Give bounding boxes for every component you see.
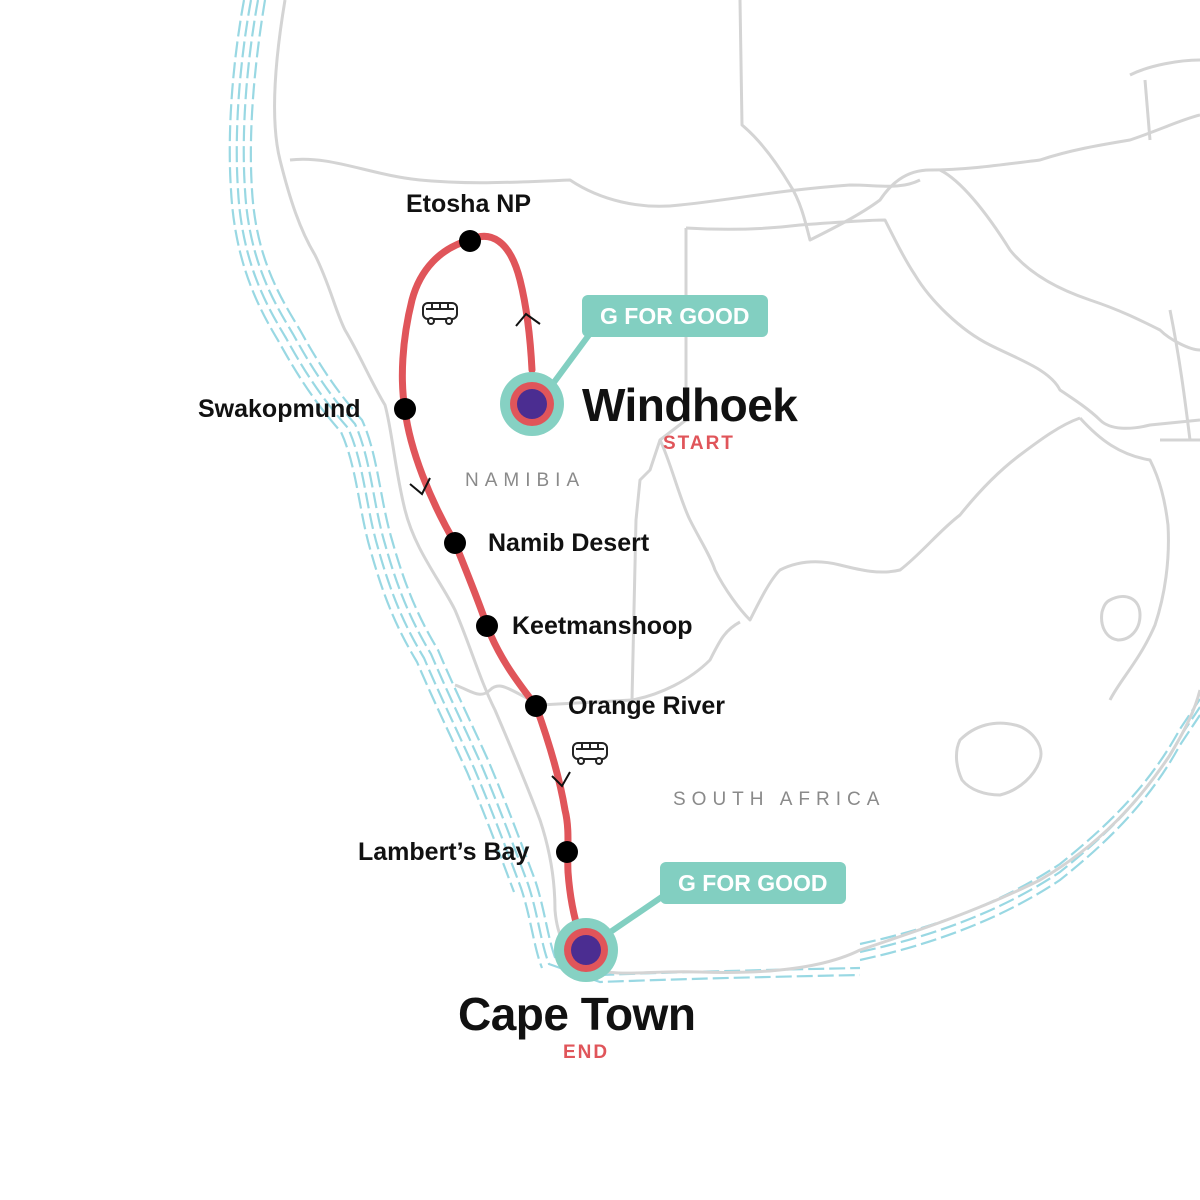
chevron-arrow-icon bbox=[409, 477, 431, 496]
stop-label-orange: Orange River bbox=[568, 692, 726, 720]
stop-dot-orange bbox=[525, 695, 547, 717]
start-tag: START bbox=[663, 433, 735, 454]
stop-dot-etosha bbox=[459, 230, 481, 252]
g-for-good-badge-start: G FOR GOOD bbox=[582, 295, 768, 337]
stop-label-etosha: Etosha NP bbox=[406, 190, 532, 218]
stop-dot-lamberts bbox=[556, 841, 578, 863]
start-city-name: Windhoek bbox=[582, 379, 798, 431]
direction-arrows bbox=[409, 312, 571, 788]
stop-dot-swakopmund bbox=[394, 398, 416, 420]
stop-label-lamberts: Lambert’s Bay bbox=[358, 838, 530, 866]
country-label-namibia: NAMIBIA bbox=[465, 470, 586, 491]
stop-dots bbox=[394, 230, 578, 863]
end-tag: END bbox=[563, 1042, 610, 1063]
stop-dot-keetmanshoop bbox=[476, 615, 498, 637]
route-line bbox=[398, 232, 589, 954]
chevron-arrow-icon bbox=[515, 312, 541, 327]
end-marker bbox=[554, 918, 618, 982]
bus-icon bbox=[572, 742, 608, 765]
stop-label-keetmanshoop: Keetmanshoop bbox=[512, 612, 693, 640]
g-for-good-badge-end: G FOR GOOD bbox=[660, 862, 846, 904]
coastline-water bbox=[228, 0, 1200, 984]
stop-dot-namib bbox=[444, 532, 466, 554]
chevron-arrow-icon bbox=[551, 771, 571, 788]
stop-label-swakopmund: Swakopmund bbox=[198, 395, 361, 423]
country-borders bbox=[273, 0, 1200, 975]
bus-icon bbox=[422, 302, 458, 325]
stop-label-namib: Namib Desert bbox=[488, 529, 650, 557]
end-city-name: Cape Town bbox=[458, 988, 696, 1040]
country-label-south-africa: SOUTH AFRICA bbox=[673, 789, 886, 810]
start-marker bbox=[500, 372, 564, 436]
